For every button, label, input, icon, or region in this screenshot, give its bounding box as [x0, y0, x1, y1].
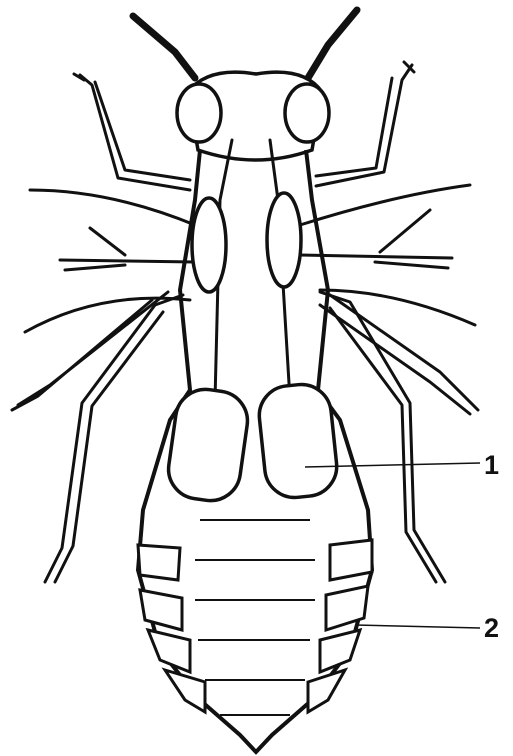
- left-nerve-branch-lower: [25, 298, 190, 332]
- right-compound-eye: [285, 84, 329, 142]
- right-middle-leg: [320, 292, 445, 582]
- abdominal-segments: [138, 540, 372, 712]
- segment-connector-lines: [195, 520, 315, 715]
- left-nerve-branch-middle: [60, 228, 195, 270]
- left-middle-leg: [45, 295, 183, 582]
- head: [177, 72, 329, 160]
- left-antenna: [133, 16, 195, 78]
- right-thoracic-ganglion: [267, 193, 301, 287]
- callout-2: 2: [355, 613, 499, 643]
- left-compound-eye: [177, 84, 221, 142]
- right-abdominal-ganglion: [256, 382, 339, 501]
- segment-dividers: [195, 520, 315, 715]
- nerves: [25, 140, 475, 470]
- left-front-leg: [74, 74, 190, 190]
- left-abdominal-ganglion: [165, 386, 252, 505]
- callout-2-label: 2: [484, 613, 499, 643]
- segment-right-1: [330, 540, 372, 580]
- segment-left-1: [138, 545, 180, 580]
- right-antenna: [308, 10, 357, 78]
- right-nerve-branch-upper: [300, 185, 470, 225]
- callout-1-label: 1: [484, 450, 499, 480]
- segment-right-2: [326, 586, 368, 630]
- segment-left-3: [148, 630, 190, 672]
- ganglia: [165, 193, 340, 504]
- right-hind-leg: [320, 295, 478, 414]
- callout-2-leader: [355, 625, 480, 628]
- segment-left-2: [140, 590, 182, 630]
- segment-left-4: [165, 670, 205, 712]
- left-thoracic-ganglion: [192, 198, 226, 292]
- segment-right-4: [308, 670, 345, 712]
- antennae: [133, 10, 357, 78]
- right-front-leg: [316, 62, 414, 186]
- left-nerve-branch-upper: [30, 190, 195, 225]
